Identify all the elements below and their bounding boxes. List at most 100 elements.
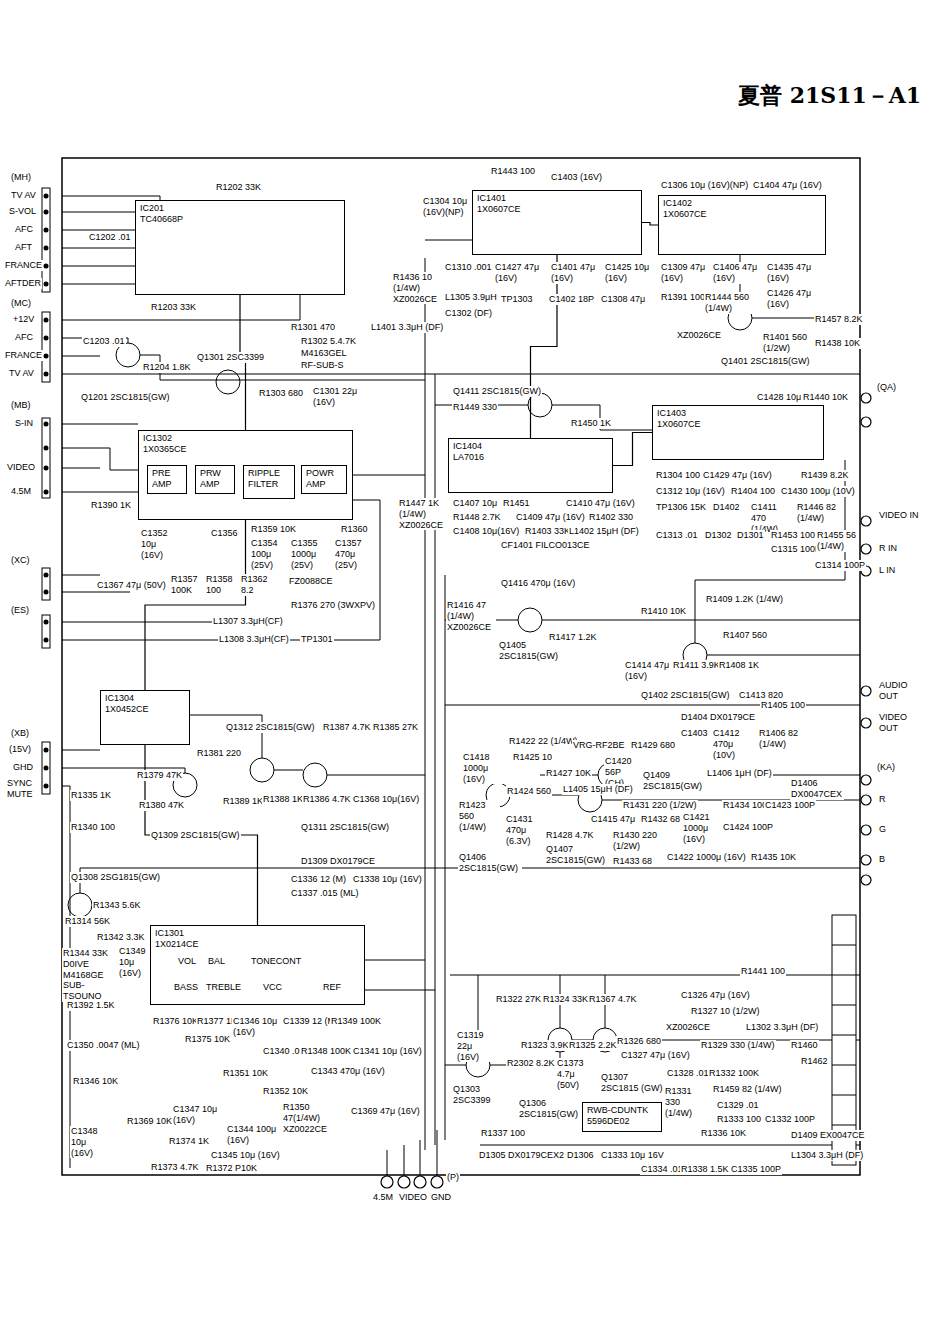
ic-label: TC40668P [140,214,340,225]
component-label: Q1405 2SC1815(GW) [498,640,562,662]
component-label: R1202 33K [215,182,262,193]
component-label: TP1306 15K [655,502,707,513]
component-label: Q1307 2SC1815 (GW) [600,1072,664,1094]
component-label: C1314 100P [814,560,866,571]
component-label: R1438 10K [814,338,861,349]
component-label: Q1312 2SC1815(GW) [225,722,316,733]
component-label: R1455 56 (1/4W) [816,530,858,552]
ic-block: RIPPLE FILTER [243,465,295,499]
component-label: C1344 100μ (16V) [226,1124,280,1146]
component-label: R1429 680 [630,740,676,751]
component-label: C1425 10μ (16V) [604,262,654,284]
component-label: C1401 47μ (16V) [550,262,600,284]
ic-label: IC1402 [663,198,821,209]
component-label: VIDEO [398,1192,428,1203]
component-label: BAL [207,956,226,967]
component-label: VIDEO [6,462,36,473]
component-label: L1304 3.3μH (DF) [790,1150,864,1161]
component-label: R1444 560 (1/4W) [704,292,754,314]
component-label: R1326 680 [616,1036,662,1047]
component-label: C1430 100μ (10V) [780,486,856,497]
ic-label: PRE AMP [152,468,182,490]
schematic-line [303,763,327,787]
component-label: Q1406 2SC1815(GW) [458,852,522,874]
component-label: C1409 47μ (16V) [515,512,586,523]
component-label: C1202 .01 [88,232,132,243]
component-label: L1305 3.9μH [444,292,498,303]
ic-box: IC1404LA7016 [448,438,613,493]
schematic-line [68,893,92,917]
component-label: R1304 100 [655,470,701,481]
component-label: R1380 47K [138,800,185,811]
wire-connector [613,433,652,466]
component-label: R1449 330 [452,402,498,413]
component-label: R1439 8.2K [800,470,850,481]
component-label: R1410 10K [640,606,687,617]
ic-block: PRE AMP [147,465,187,494]
component-label: R1337 100 [480,1128,526,1139]
component-label: C1333 10μ 16V [600,1150,665,1161]
component-label: B [878,854,886,865]
component-label: BASS [173,982,199,993]
component-label: R1342 3.3K [96,932,146,943]
component-label: Q1201 2SC1815(GW) [80,392,171,403]
schematic-line [44,336,49,341]
component-label: R1435 10K [750,852,797,863]
component-label: R1376 270 (3WXPV) [290,600,376,611]
component-label: (15V) [8,744,32,755]
component-label: R1335 1K [70,790,112,801]
component-label: C1414 47μ (16V) [624,660,671,682]
component-label: C1429 47μ (16V) [702,470,773,481]
component-label: R1404 100 [730,486,776,497]
component-label: C1415 47μ [590,814,636,825]
jack-terminal [381,393,871,1188]
component-label: D1306 [566,1150,595,1161]
component-label: (QA) [876,382,897,393]
component-label: R1336 10K [700,1128,747,1139]
component-label: R1441 100 [740,966,786,977]
schematic-line [44,620,49,625]
component-label: C1427 47μ (16V) [494,262,544,284]
component-label: CF1401 FILCO013CE [500,540,591,551]
component-label: R1349 100K [330,1016,382,1027]
ic-label: IC1401 [477,193,637,204]
schematic-wiring [62,158,860,1176]
component-label: C1304 10μ (16V)(NP) [422,196,472,218]
ic-label: RWB-CDUNTK [587,1105,657,1116]
ic-label: IC1301 [155,928,360,939]
ic-box: IC201TC40668P [135,200,345,295]
component-label: R1427 10K [545,768,592,779]
schematic-line [861,718,871,728]
component-label: R1350 47(1/4W) XZ0022CE [282,1102,346,1134]
component-label: R1352 10K [262,1086,309,1097]
component-label: RF-SUB-S [300,360,345,371]
component-label: C1403 [680,728,709,739]
component-label: R1425 10 [512,752,553,763]
component-label: (P) [446,1172,460,1183]
component-label: R1447 1K (1/4W) XZ0026CE [398,498,448,530]
component-label: R1358 100 [205,574,237,596]
component-label: Q1308 2SG1815(GW) [70,872,161,883]
component-label: L1405 15μH (DF) [562,784,634,795]
ic-box: IC13021X0365CEPRE AMPPRW AMPRIPPLE FILTE… [138,430,353,520]
component-label: TP1303 [500,294,534,305]
component-label: C1336 12 (M) [290,874,347,885]
component-label: REF [322,982,342,993]
component-label: R1453 100 [770,530,816,541]
component-label: VIDEO IN [878,510,926,521]
component-label: GHD [12,762,34,773]
component-label: R1373 4.7K [150,1162,200,1173]
component-label: R1462 [800,1056,829,1067]
component-label: R [878,794,887,805]
component-label: R1428 4.7K [545,830,595,841]
component-label: R1407 560 [722,630,768,641]
ic-label: LA7016 [453,452,608,463]
component-label: L1307 3.3μH(CF) [212,616,284,627]
component-label: C1369 47μ (16V) [350,1106,421,1117]
component-label: R1357 100K [170,574,202,596]
component-label: R1344 33K D0IVE M4168GE SUB-TSOUNO [62,948,116,1002]
schematic-line [44,228,49,233]
component-label: R1432 68 [640,814,681,825]
component-label: R1390 1K [90,500,132,511]
component-label: R1362 8.2 [240,574,272,596]
